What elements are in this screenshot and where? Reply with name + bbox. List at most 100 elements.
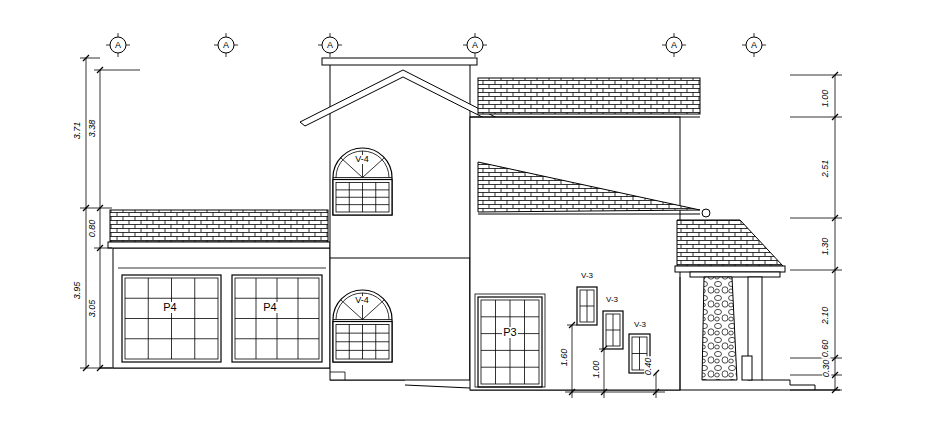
drawing-part bbox=[832, 267, 838, 273]
drawing-part bbox=[478, 214, 700, 215]
drawing-part bbox=[322, 58, 477, 65]
drawing-part bbox=[345, 372, 346, 380]
drawing-part bbox=[475, 294, 545, 387]
drawing-part bbox=[580, 290, 594, 322]
grid-letter: A bbox=[326, 41, 334, 50]
drawing-part bbox=[118, 33, 119, 37]
drawing-part bbox=[762, 380, 815, 390]
drawing-part bbox=[226, 53, 227, 57]
dimension: 3.95 bbox=[74, 280, 83, 300]
drawing-part bbox=[832, 387, 838, 393]
grid-marker bbox=[746, 37, 762, 53]
window-tag: V-3 bbox=[605, 296, 619, 304]
drawing-part bbox=[475, 33, 476, 37]
drawing-part bbox=[603, 311, 623, 349]
drawing-part bbox=[106, 45, 110, 46]
window-tag: V-3 bbox=[633, 321, 647, 329]
drawing-part bbox=[125, 278, 218, 359]
dimension: 1.00 bbox=[593, 359, 602, 379]
drawing-part bbox=[333, 290, 392, 362]
drawing-part bbox=[97, 205, 103, 211]
drawing-part bbox=[118, 53, 119, 57]
drawing-part bbox=[80, 208, 112, 209]
grid-letter: A bbox=[670, 41, 678, 50]
drawing-part bbox=[832, 355, 838, 361]
drawing-part bbox=[601, 389, 607, 395]
drawing-part bbox=[333, 148, 392, 215]
drawing-part bbox=[478, 78, 700, 114]
drawing-part bbox=[336, 151, 389, 178]
dimension: 1.00 bbox=[822, 88, 831, 108]
drawing-part bbox=[333, 180, 392, 216]
drawing-part bbox=[572, 325, 573, 398]
drawing-part bbox=[330, 62, 470, 380]
drawing-part bbox=[690, 272, 780, 277]
drawing-part bbox=[481, 350, 539, 351]
grid-marker bbox=[322, 37, 338, 53]
drawing-part bbox=[336, 350, 389, 351]
drawing-part bbox=[336, 197, 389, 198]
drawing-part bbox=[832, 372, 838, 378]
drawing-part bbox=[481, 367, 539, 368]
drawing-part bbox=[83, 205, 89, 211]
drawing-part bbox=[126, 45, 130, 46]
drawing-part bbox=[110, 210, 328, 242]
drawing-part bbox=[832, 72, 838, 78]
drawing-part bbox=[675, 266, 785, 272]
drawing-part bbox=[653, 389, 659, 395]
drawing-part bbox=[336, 293, 389, 319]
drawing-part bbox=[463, 45, 467, 46]
drawing-part bbox=[569, 389, 575, 395]
drawing-part bbox=[565, 392, 665, 393]
drawing-part bbox=[80, 58, 100, 59]
drawing-part bbox=[569, 322, 575, 328]
drawing-part bbox=[336, 325, 389, 360]
drawing-part bbox=[405, 385, 470, 388]
drawing-part bbox=[122, 275, 221, 362]
drawing-part bbox=[80, 368, 112, 369]
drawing-part bbox=[680, 277, 681, 390]
drawing-part bbox=[475, 53, 476, 57]
grid-marker bbox=[110, 37, 126, 53]
window-tag: V-3 bbox=[580, 272, 594, 280]
drawing-part bbox=[832, 215, 838, 221]
door-tag: P3 bbox=[502, 327, 517, 338]
drawing-part bbox=[235, 298, 319, 299]
drawing-part bbox=[125, 318, 218, 319]
drawing-part bbox=[235, 318, 319, 319]
drawing-part bbox=[656, 373, 657, 398]
drawing-part bbox=[94, 248, 112, 249]
drawing-part bbox=[336, 189, 389, 190]
dimension: 3.38 bbox=[89, 118, 98, 138]
drawing-part bbox=[674, 53, 675, 57]
drawing-part bbox=[83, 365, 89, 371]
dimension: 0.30 bbox=[823, 358, 832, 378]
door-tag: P4 bbox=[162, 302, 177, 313]
dimension: 3.05 bbox=[89, 298, 98, 318]
drawing-part bbox=[481, 300, 539, 384]
drawing-part bbox=[333, 322, 392, 363]
dimension: 1.30 bbox=[822, 236, 831, 256]
drawing-part bbox=[601, 346, 607, 352]
dimension: 1.60 bbox=[561, 347, 570, 367]
drawing-part bbox=[478, 297, 542, 387]
drawing-part bbox=[336, 183, 389, 213]
drawing-part bbox=[682, 45, 686, 46]
drawing-part bbox=[606, 314, 620, 346]
drawing-part bbox=[580, 306, 594, 307]
drawing-part bbox=[108, 242, 330, 248]
drawing-part bbox=[226, 33, 227, 37]
drawing-part bbox=[86, 58, 87, 368]
drawing-part bbox=[232, 275, 322, 362]
drawing-part bbox=[330, 53, 331, 57]
drawing-part bbox=[113, 248, 330, 368]
drawing-part bbox=[478, 162, 700, 212]
dimension: 0.40 bbox=[645, 356, 654, 376]
drawing-part bbox=[832, 114, 838, 120]
drawing-part bbox=[835, 75, 836, 390]
drawing-part bbox=[100, 70, 101, 368]
drawing-part bbox=[234, 45, 238, 46]
dimension: 2.10 bbox=[822, 305, 831, 325]
grid-letter: A bbox=[114, 41, 122, 50]
